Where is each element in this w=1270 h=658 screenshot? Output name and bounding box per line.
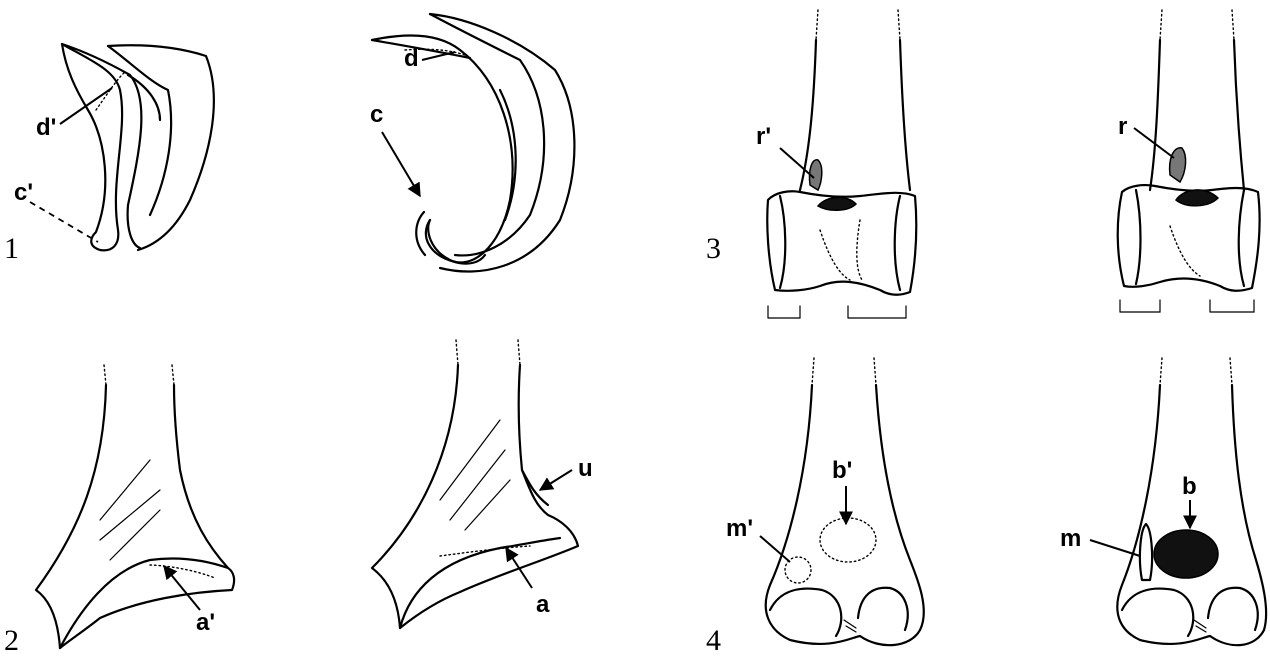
label-a-prime: a' (196, 609, 215, 636)
panel2-right-bone-drawing (372, 340, 578, 628)
panel4-left-bone-drawing (766, 358, 924, 645)
label-a: a (536, 591, 550, 618)
panel2-left-bone-drawing (36, 365, 234, 648)
pointer-line-d (422, 52, 455, 60)
panel1-left-bone-drawing (62, 44, 214, 250)
panel1-right-bone-drawing (372, 14, 574, 272)
pointer-line-m (1090, 540, 1140, 556)
panel4-right-bone-drawing (1117, 358, 1266, 645)
arrow-u (540, 470, 572, 490)
arrow-c (382, 132, 420, 196)
label-r: r (1118, 113, 1127, 140)
label-b: b (1182, 473, 1197, 500)
label-c: c (370, 101, 383, 128)
label-b-prime: b' (832, 457, 852, 484)
label-m-prime: m' (726, 515, 753, 542)
panel-number-3: 3 (706, 232, 721, 265)
panel-number-1: 1 (4, 232, 19, 265)
pointer-line-r-prime (780, 148, 814, 178)
arrow-a (506, 548, 532, 588)
label-u: u (578, 455, 593, 482)
arrow-a-prime (164, 566, 200, 610)
label-d: d (404, 45, 419, 72)
pointer-line-d-prime (60, 88, 112, 124)
label-d-prime: d' (36, 114, 56, 141)
panel3-left-bone-drawing (767, 10, 916, 318)
label-r-prime: r' (756, 123, 771, 150)
panel-number-2: 2 (4, 624, 19, 657)
panel-number-4: 4 (706, 624, 721, 657)
dashed-pointer-c-prime (30, 202, 98, 242)
label-m: m (1060, 525, 1081, 552)
panel3-right-bone-drawing (1118, 10, 1260, 312)
